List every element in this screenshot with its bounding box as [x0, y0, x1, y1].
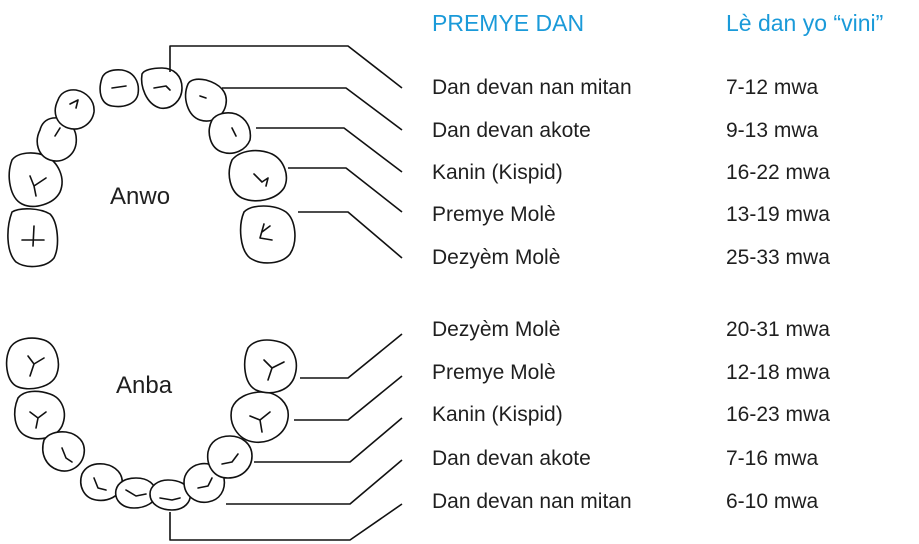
upper-tooth-age-2: 9-13 mwa — [726, 119, 819, 142]
lower-tooth-name-5: Dan devan nan mitan — [432, 490, 632, 513]
lower-tooth-age-2: 12-18 mwa — [726, 361, 830, 384]
lower-jaw-label: Anba — [116, 372, 173, 399]
teeth-column-heading: PREMYE DAN — [432, 10, 585, 36]
lower-leader-canine — [254, 417, 403, 463]
upper-leader-second-molar — [298, 211, 403, 259]
lower-tooth-name-1: Dezyèm Molè — [432, 318, 561, 341]
upper-tooth-name-4: Premye Molè — [432, 203, 556, 226]
upper-tooth-name-2: Dan devan akote — [432, 119, 591, 142]
lower-leader-lateral-incisor — [226, 459, 403, 505]
upper-tooth-age-1: 7-12 mwa — [726, 76, 819, 99]
lower-left-molar-1 — [13, 390, 66, 440]
upper-tooth-name-3: Kanin (Kispid) — [432, 161, 563, 184]
lower-left-canine — [42, 431, 86, 472]
lower-right-molar-1 — [230, 391, 289, 443]
upper-left-canine — [36, 117, 78, 162]
upper-right-molar-1 — [228, 149, 288, 202]
upper-left-molar-1 — [8, 152, 63, 208]
lower-tooth-name-4: Dan devan akote — [432, 447, 591, 470]
upper-left-lateral-incisor — [54, 89, 95, 130]
upper-tooth-age-4: 13-19 mwa — [726, 203, 830, 226]
upper-central-incisor — [140, 67, 183, 110]
lower-tooth-age-5: 6-10 mwa — [726, 490, 819, 513]
lower-leader-second-molar — [300, 333, 403, 379]
upper-left-molar-2 — [7, 208, 59, 268]
upper-tooth-name-1: Dan devan nan mitan — [432, 76, 632, 99]
lower-tooth-age-1: 20-31 mwa — [726, 318, 830, 341]
lower-right-molar-2 — [243, 339, 298, 394]
lower-left-molar-2 — [5, 337, 60, 390]
upper-leader-first-molar — [288, 167, 403, 213]
upper-right-lateral-incisor — [184, 78, 228, 122]
lower-tooth-age-3: 16-23 mwa — [726, 403, 830, 426]
upper-jaw-label: Anwo — [110, 183, 171, 210]
upper-tooth-age-3: 16-22 mwa — [726, 161, 830, 184]
lower-leader-first-molar — [294, 375, 403, 421]
upper-left-central-incisor-side — [99, 69, 140, 108]
upper-leader-canine — [256, 127, 403, 173]
lower-arch — [5, 337, 298, 511]
upper-leader-central-incisor — [169, 45, 403, 89]
upper-leader-lateral-incisor — [222, 87, 403, 131]
lower-leader-central-incisor — [169, 503, 403, 541]
upper-tooth-name-5: Dezyèm Molè — [432, 246, 561, 269]
upper-right-molar-2 — [239, 205, 296, 264]
lower-tooth-name-2: Premye Molè — [432, 361, 556, 384]
upper-right-canine — [208, 112, 252, 155]
lower-tooth-age-4: 7-16 mwa — [726, 447, 819, 470]
lower-tooth-name-3: Kanin (Kispid) — [432, 403, 563, 426]
age-column-heading: Lè dan yo “vini” — [726, 10, 884, 36]
lower-right-canine — [206, 435, 253, 479]
upper-tooth-age-5: 25-33 mwa — [726, 246, 830, 269]
upper-arch — [7, 67, 296, 268]
